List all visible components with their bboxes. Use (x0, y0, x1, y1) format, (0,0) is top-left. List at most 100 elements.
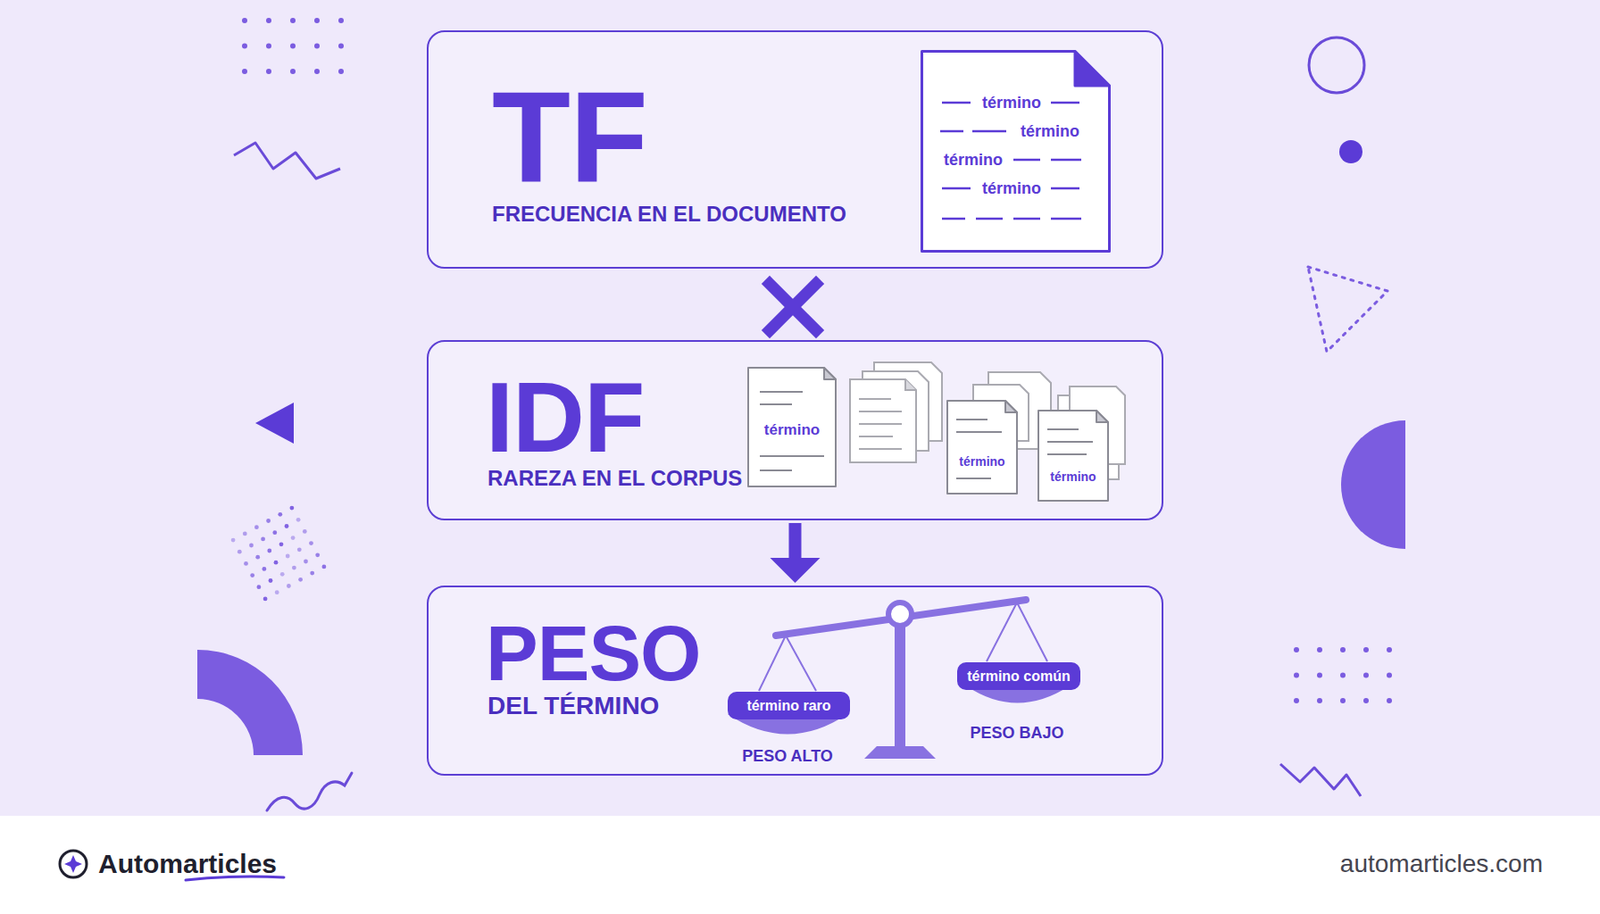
box-heading: IDF (485, 367, 644, 468)
text-dash (1050, 158, 1082, 162)
text-dash (941, 187, 971, 191)
text-line (1047, 441, 1093, 443)
dot (1363, 673, 1369, 679)
document-sheet (748, 367, 836, 487)
document-sheet (1038, 410, 1109, 501)
dot (302, 529, 308, 534)
dot (291, 535, 296, 541)
dot (1316, 698, 1323, 704)
weight-label: PESO BAJO (969, 724, 1064, 743)
dot (257, 584, 262, 590)
dot-grid (231, 506, 327, 602)
decor-shape (769, 283, 817, 331)
box-heading: TF (491, 74, 648, 203)
dot (296, 517, 301, 523)
dot (290, 506, 295, 511)
dot (1293, 673, 1300, 679)
document-icon: término (946, 400, 1018, 495)
dot (315, 552, 320, 558)
text-dash (1013, 217, 1041, 221)
text-dash (972, 130, 1007, 134)
dot (285, 554, 291, 559)
dot (290, 17, 296, 24)
box-subtitle: RAREZA EN EL CORPUS (487, 467, 742, 490)
dot (272, 530, 277, 535)
term-pill: término raro (727, 691, 850, 720)
box-subtitle: FRECUENCIA EN EL DOCUMENTO (491, 203, 847, 225)
text-dash (975, 217, 1003, 221)
folded-corner (1005, 400, 1017, 413)
half-circle (1341, 420, 1406, 550)
term-pill: término común (957, 662, 1081, 691)
dot (1340, 673, 1346, 679)
dot (250, 573, 255, 578)
term-text: término (958, 455, 1005, 468)
dot (1340, 698, 1346, 704)
document-outline (1037, 409, 1109, 502)
dot (231, 538, 236, 543)
dot (322, 565, 327, 570)
dot (1293, 647, 1300, 653)
decor-shape (59, 850, 87, 878)
document-icon: término (1037, 409, 1109, 502)
text-dash (1013, 158, 1041, 162)
box-heading: PESO (485, 614, 701, 693)
dot (243, 561, 249, 567)
term-text: término (1020, 123, 1080, 140)
squiggle (266, 773, 352, 811)
dot (1386, 673, 1392, 679)
text-line (759, 403, 792, 406)
dot (338, 17, 344, 24)
term-text: término común (966, 669, 1071, 684)
dot (266, 43, 272, 50)
text-line (759, 391, 803, 393)
dot (237, 550, 242, 555)
term-text: término (943, 151, 1003, 168)
dot (314, 68, 320, 75)
dot (241, 68, 248, 75)
process-box: TFFRECUENCIA EN EL DOCUMENTO término térmi… (426, 30, 1164, 269)
arrow-head (770, 558, 821, 584)
dot (266, 518, 271, 524)
dot (1363, 698, 1369, 704)
dot (290, 68, 296, 75)
term-text: término (764, 422, 820, 438)
text-line (759, 469, 792, 472)
text-line (1047, 453, 1087, 456)
zigzag (1280, 764, 1361, 797)
document-sheet (922, 51, 1110, 252)
dot (242, 532, 248, 537)
text-dash (941, 101, 971, 105)
dot (338, 43, 344, 50)
process-box: IDFRAREZA EN EL CORPUS término término térm… (426, 340, 1164, 521)
dot (266, 68, 272, 75)
dot (268, 578, 274, 584)
brand-url: automarticles.com (1340, 850, 1543, 879)
decor-shape (64, 855, 83, 874)
dot (1340, 647, 1346, 653)
dot (1386, 647, 1392, 653)
document-sheet (947, 400, 1017, 494)
dot (279, 541, 284, 547)
decor-shape (769, 283, 817, 331)
dot (308, 541, 314, 546)
dot (314, 43, 320, 50)
dot (284, 524, 290, 529)
dot (280, 572, 285, 577)
document-icon: términotérminotérminotérmino (920, 50, 1111, 253)
dot (338, 68, 344, 75)
dot (263, 597, 268, 602)
term-text: término (982, 180, 1042, 197)
dot-shape (1339, 140, 1363, 164)
flow-arrow (770, 523, 821, 584)
dot (291, 566, 297, 571)
ring-shape (1308, 37, 1365, 93)
dot (241, 43, 248, 50)
term-text: término raro (746, 699, 831, 714)
dot (309, 571, 315, 576)
dot (255, 555, 260, 560)
box-subtitle: DEL TÉRMINO (487, 693, 659, 719)
dot (303, 559, 309, 565)
dot (274, 560, 279, 566)
